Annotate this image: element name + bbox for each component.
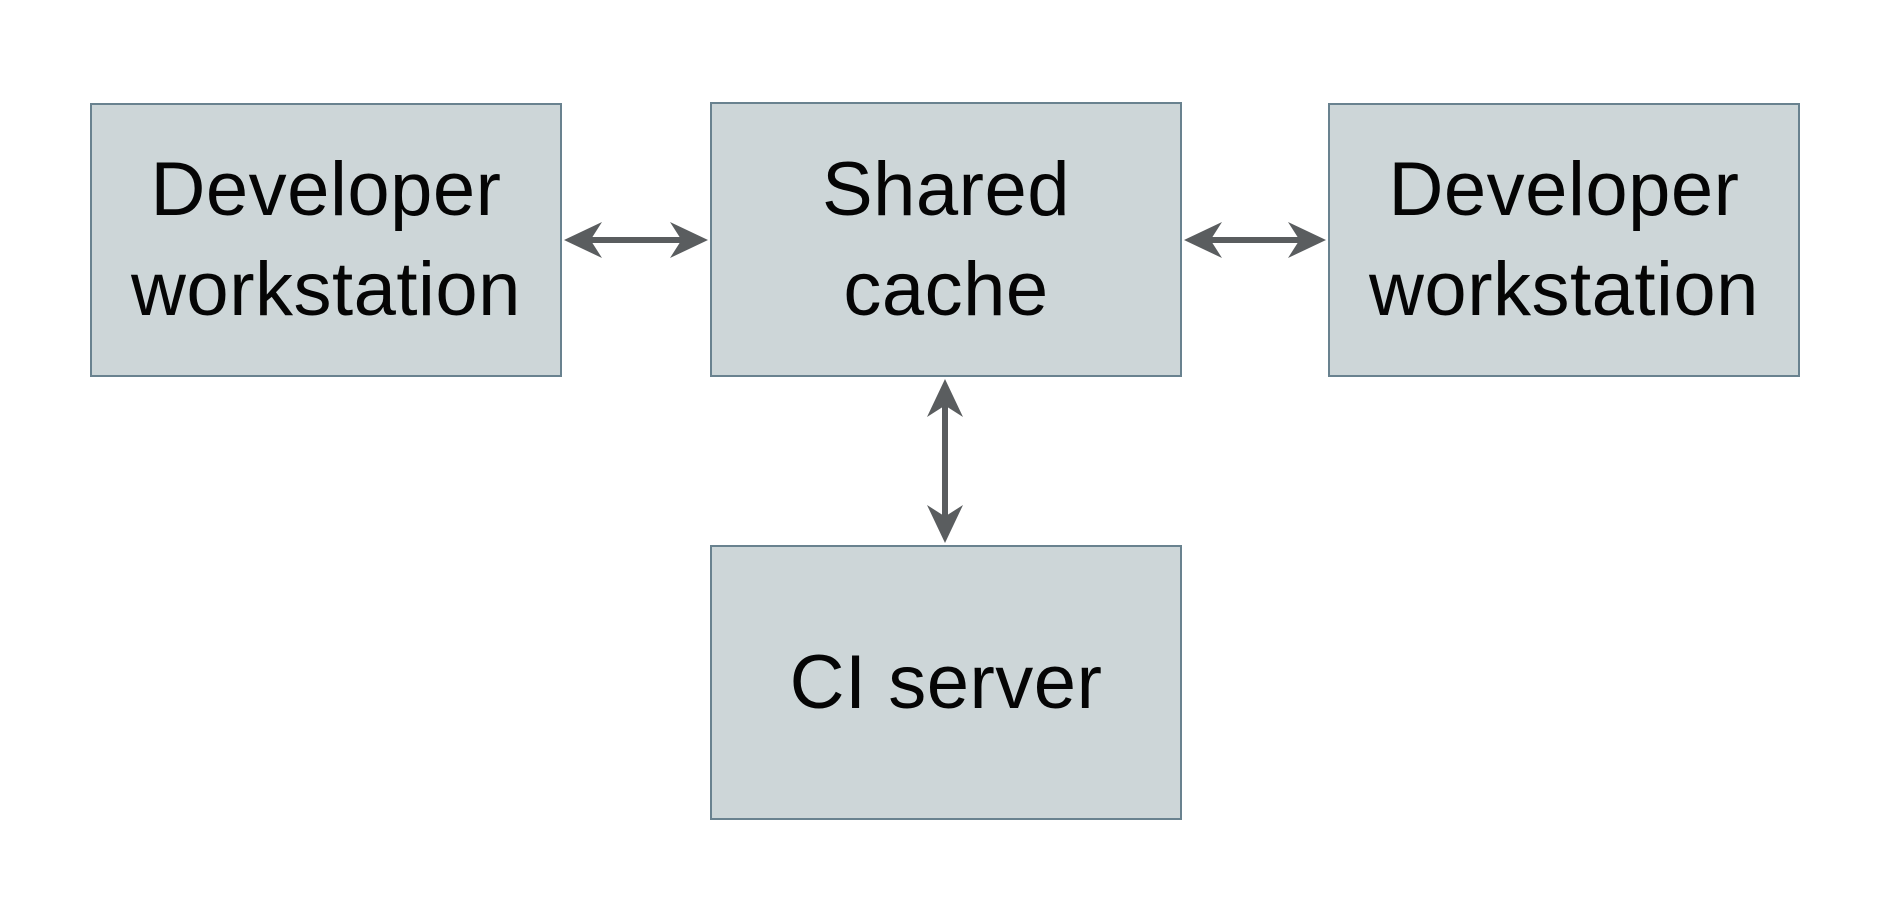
node-label-line: cache	[843, 246, 1049, 332]
node-ci-server: CI server	[710, 545, 1182, 820]
edge-dev-left-shared-cache	[562, 218, 710, 262]
node-label-line: Developer	[1388, 147, 1740, 232]
node-label-line: workstation	[1369, 247, 1759, 332]
node-label-line: Shared	[821, 146, 1071, 232]
edge-shared-cache-dev-right	[1182, 218, 1328, 262]
double-arrow-horizontal-icon	[564, 222, 708, 258]
node-developer-workstation-left: Developer workstation	[90, 103, 562, 377]
node-label-line: workstation	[131, 247, 521, 332]
node-label-line: Developer	[150, 147, 502, 232]
node-developer-workstation-right: Developer workstation	[1328, 103, 1800, 377]
node-shared-cache: Shared cache	[710, 102, 1182, 377]
double-arrow-vertical-icon	[927, 379, 963, 543]
double-arrow-horizontal-icon	[1184, 222, 1326, 258]
node-label-line: CI server	[789, 639, 1103, 725]
edge-shared-cache-ci-server	[923, 377, 967, 545]
